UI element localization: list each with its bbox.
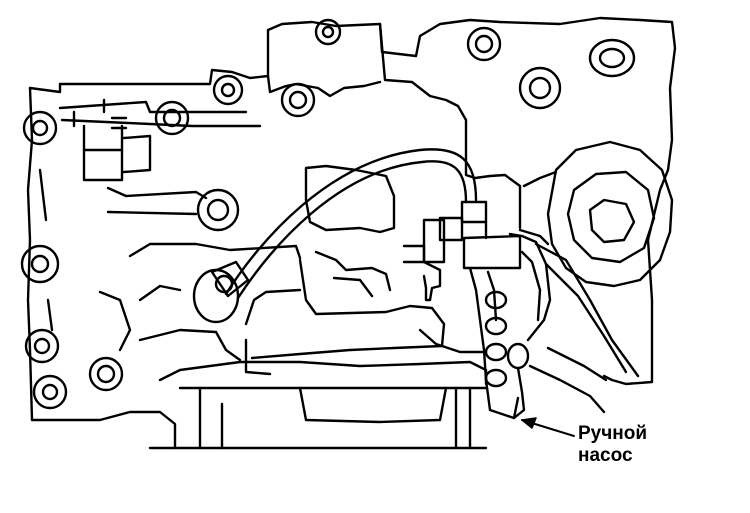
upper-bosses <box>154 18 636 136</box>
hand-pump-label-line1: Ручной <box>578 423 648 444</box>
hand-pump-illustration <box>402 200 640 420</box>
engine-block-outline <box>26 16 677 450</box>
hand-pump-label: Ручной насос <box>578 423 647 467</box>
lower-casting <box>148 360 488 450</box>
pressure-hose <box>210 148 478 300</box>
round-housing <box>518 140 674 288</box>
hand-pump-label-line2: насос <box>578 445 633 466</box>
center-features <box>98 164 488 376</box>
callout-leader <box>521 417 575 437</box>
left-linkage <box>58 98 262 216</box>
left-bosses <box>20 110 240 410</box>
